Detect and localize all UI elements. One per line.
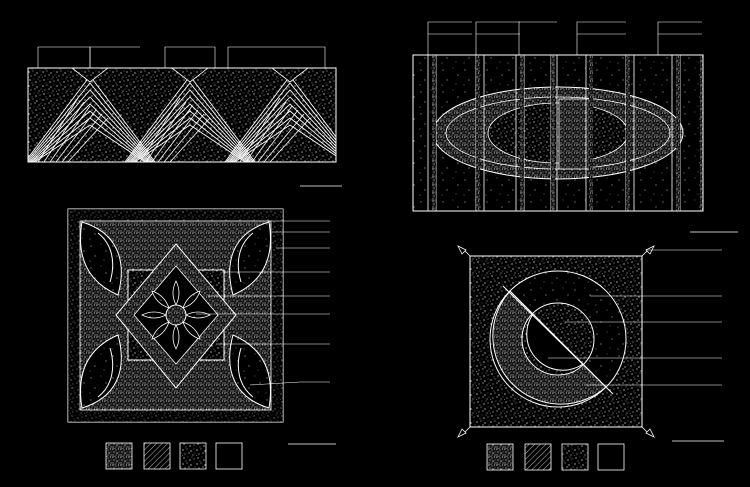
diagonal-stripe <box>55 109 97 162</box>
top-left-dimension-lines <box>37 46 326 68</box>
diagonal-stripe <box>251 105 293 162</box>
chevron-stripe <box>28 82 154 162</box>
top-right-elevation-pattern <box>412 21 738 233</box>
diagonal-stripe <box>67 117 109 162</box>
chevron-cap <box>171 68 209 83</box>
diagonal-stripe <box>169 117 211 162</box>
rosette-petal <box>182 290 201 309</box>
column-strip <box>676 55 680 211</box>
bottom-right-floor-medallion <box>457 245 724 471</box>
diagonal-stripe <box>269 117 311 162</box>
rosette-petal <box>151 290 170 309</box>
column-strip <box>551 55 555 211</box>
rosette-petal <box>172 324 180 350</box>
rosette-petal <box>172 280 180 306</box>
chevron-stripe <box>130 103 250 162</box>
diagonal-stripe <box>37 97 79 162</box>
chevron-stripe <box>227 89 336 162</box>
diagonal-stripe <box>257 109 299 162</box>
chevron-stripe <box>231 110 336 162</box>
chevron-stripe <box>233 117 336 162</box>
top-left-border-pattern <box>27 46 342 187</box>
diagonal-stripe <box>139 97 181 162</box>
chevron-stripe <box>128 96 252 162</box>
chevron-stripe <box>134 124 246 162</box>
chevron-stripe <box>126 82 254 162</box>
column-strip <box>520 55 524 211</box>
bottom-right-leader-lines <box>548 249 722 386</box>
column-strip <box>432 55 436 211</box>
bottom-left-material-legend <box>105 442 243 470</box>
diagonal-stripe <box>157 109 199 162</box>
diagonal-stripe <box>263 113 305 162</box>
diagonal-stripe <box>239 97 281 162</box>
column-strip <box>589 55 593 211</box>
bottom-right-material-legend <box>486 443 625 471</box>
diagonal-stripe <box>61 113 103 162</box>
column-strip <box>626 55 630 211</box>
chevron-cap <box>271 68 309 83</box>
column-strip <box>476 55 480 211</box>
chevron-stripe <box>28 89 153 162</box>
rosette-petal <box>151 321 170 340</box>
top-right-dimension-lines <box>427 21 702 55</box>
diagonal-stripe <box>245 101 287 162</box>
chevron-stripe <box>127 89 253 162</box>
chevron-stripe <box>230 103 336 162</box>
chevron-stripe <box>34 124 146 162</box>
chevron-stripe <box>228 96 336 162</box>
rosette-petal <box>185 311 211 319</box>
chevron-stripe <box>234 124 336 162</box>
chevron-stripe <box>28 96 152 162</box>
diagonal-stripe <box>163 113 205 162</box>
diagonal-stripe <box>43 101 85 162</box>
chevron-stripe <box>226 82 336 162</box>
chevron-stripe <box>133 117 247 162</box>
chevron-stripe <box>31 110 149 162</box>
diagonal-stripe <box>151 105 193 162</box>
diagonal-stripe <box>145 101 187 162</box>
diagonal-stripe <box>49 105 91 162</box>
rosette-petal <box>141 311 167 319</box>
column-strip <box>700 55 703 211</box>
chevron-cap <box>71 68 109 83</box>
rosette-petal <box>182 321 201 340</box>
chevron-stripe <box>131 110 249 162</box>
bottom-left-floor-medallion <box>67 208 336 470</box>
bottom-left-leader-lines <box>196 220 330 386</box>
